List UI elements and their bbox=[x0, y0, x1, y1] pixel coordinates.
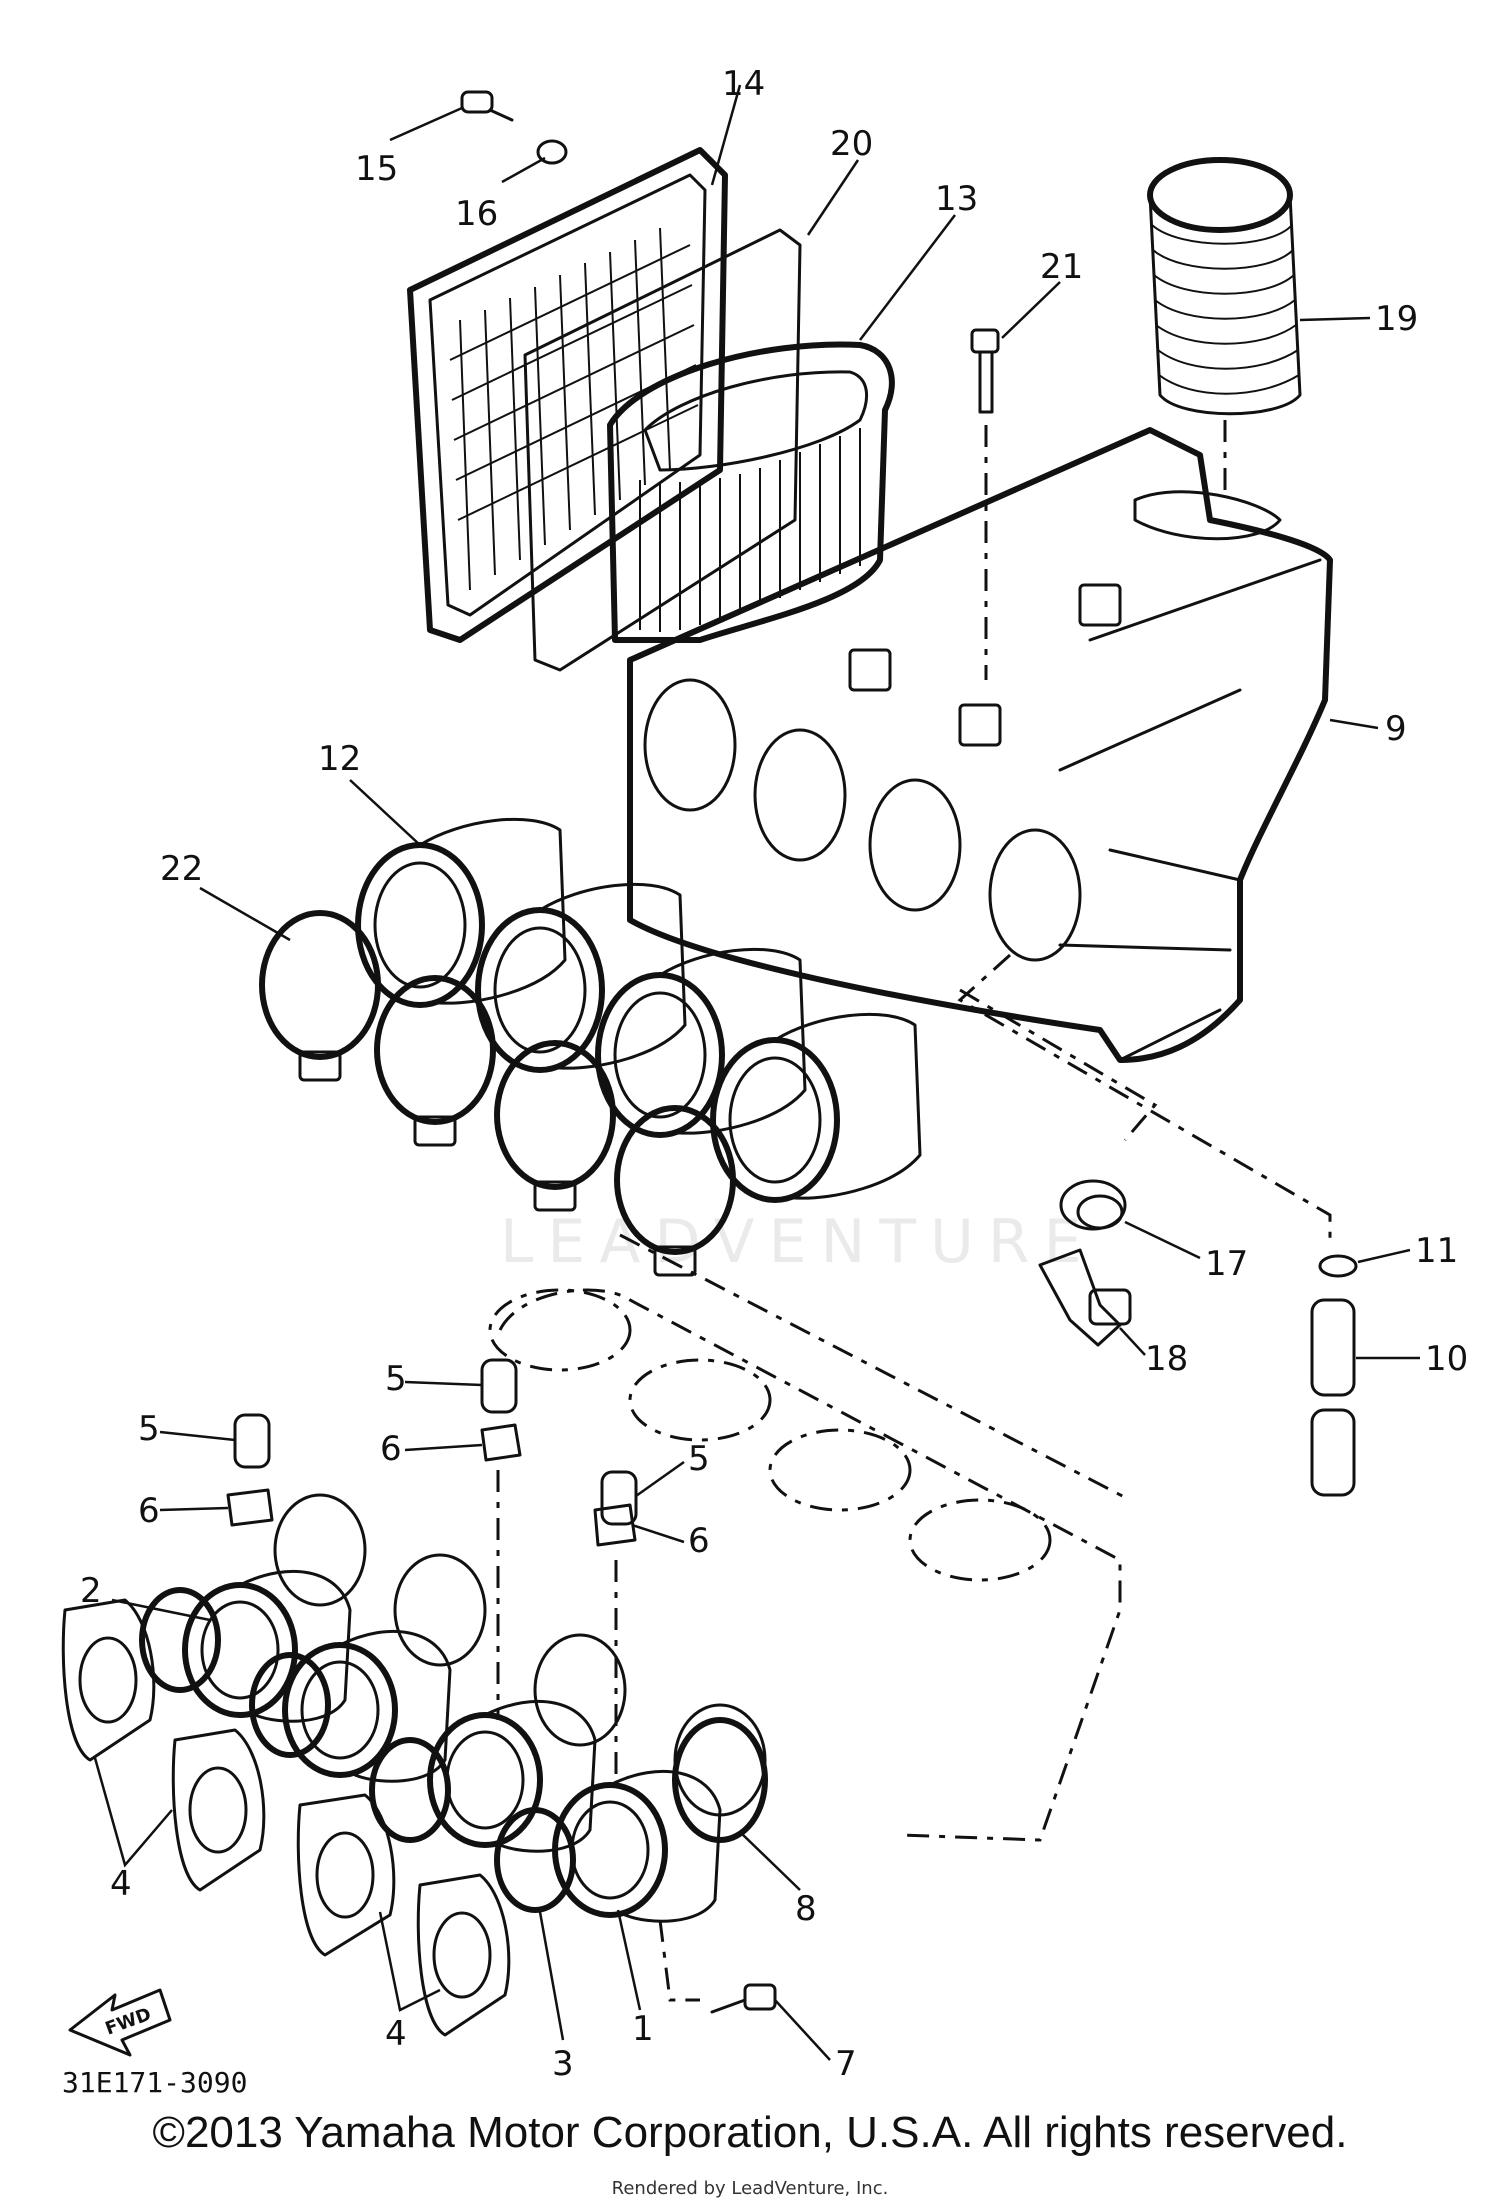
callout-6a: 6 bbox=[138, 1491, 160, 1531]
hose-10 bbox=[1310, 1298, 1356, 1497]
hose-clamps-22 bbox=[259, 910, 736, 1277]
assembly-line-a bbox=[957, 953, 1332, 1245]
callout-22: 22 bbox=[160, 849, 203, 889]
callout-12: 12 bbox=[318, 739, 361, 779]
carburetor-outline bbox=[488, 1288, 1122, 1842]
carb-joint-b bbox=[282, 1629, 452, 1783]
flange-gaskets-4 bbox=[61, 1598, 511, 2037]
callout-20: 20 bbox=[830, 124, 873, 164]
clamp-6-left bbox=[226, 1488, 274, 1527]
air-filter-element bbox=[607, 341, 895, 643]
screw-7 bbox=[710, 1983, 777, 2014]
clamp-8 bbox=[672, 1717, 768, 1843]
bolt-21 bbox=[970, 328, 1000, 680]
elbow-18 bbox=[1038, 1248, 1132, 1347]
callout-19: 19 bbox=[1375, 299, 1418, 339]
washer-16 bbox=[536, 139, 568, 165]
callout-21: 21 bbox=[1040, 247, 1083, 287]
callout-10: 10 bbox=[1425, 1339, 1468, 1379]
cap-5-left bbox=[233, 1413, 271, 1469]
callout-13: 13 bbox=[935, 179, 978, 219]
callout-4b: 4 bbox=[385, 2014, 407, 2054]
cap-5-right bbox=[600, 1470, 638, 1526]
cap-17 bbox=[1059, 1179, 1127, 1231]
callouts: 1 2 3 4 4 5 5 5 6 6 6 7 8 9 10 11 12 13 … bbox=[80, 64, 1468, 2084]
callout-7: 7 bbox=[835, 2044, 857, 2084]
callout-1: 1 bbox=[632, 2009, 654, 2049]
clamp-6-mid bbox=[480, 1423, 522, 1462]
filter-cover-plate bbox=[407, 147, 728, 643]
carb-joint-c bbox=[427, 1699, 597, 1853]
leader-lines bbox=[93, 84, 1420, 2061]
callout-15: 15 bbox=[355, 149, 398, 189]
callout-2: 2 bbox=[80, 1571, 102, 1611]
fwd-label: FWD bbox=[103, 2004, 154, 2040]
callout-5b: 5 bbox=[385, 1359, 407, 1399]
clamp-6-right bbox=[593, 1503, 637, 1547]
callout-11: 11 bbox=[1415, 1231, 1458, 1271]
callout-4a: 4 bbox=[110, 1864, 132, 1904]
callout-6b: 6 bbox=[380, 1429, 402, 1469]
callout-18: 18 bbox=[1145, 1339, 1188, 1379]
callout-3: 3 bbox=[552, 2044, 574, 2084]
part-code: 31E171-3090 bbox=[62, 2066, 247, 2099]
axis-bracket bbox=[658, 1919, 700, 2002]
callout-9: 9 bbox=[1385, 709, 1407, 749]
callout-14: 14 bbox=[722, 64, 765, 104]
air-filter-case-9 bbox=[627, 427, 1333, 1063]
carb-joint-1 bbox=[552, 1769, 722, 1923]
clip-11 bbox=[1318, 1254, 1358, 1278]
fwd-arrow-icon: FWD bbox=[68, 1988, 172, 2057]
cap-5-mid bbox=[480, 1358, 518, 1414]
callout-6c: 6 bbox=[688, 1521, 710, 1561]
cover-gasket bbox=[523, 228, 802, 672]
assembly-line-b bbox=[959, 988, 1158, 1141]
callout-17: 17 bbox=[1205, 1244, 1248, 1284]
rendered-by-notice: Rendered by LeadVenture, Inc. bbox=[611, 2178, 889, 2199]
intake-joints-12 bbox=[355, 817, 922, 1203]
copyright-notice: ©2013 Yamaha Motor Corporation, U.S.A. A… bbox=[152, 2108, 1348, 2157]
callout-16: 16 bbox=[455, 194, 498, 234]
callout-5c: 5 bbox=[688, 1439, 710, 1479]
callout-5a: 5 bbox=[138, 1409, 160, 1449]
callout-8: 8 bbox=[795, 1889, 817, 1929]
intake-boot-19 bbox=[1147, 157, 1302, 490]
watermark: LEADVENTURE bbox=[500, 1207, 1096, 1277]
o-rings-3 bbox=[139, 1587, 576, 1913]
screw-15 bbox=[460, 90, 514, 122]
